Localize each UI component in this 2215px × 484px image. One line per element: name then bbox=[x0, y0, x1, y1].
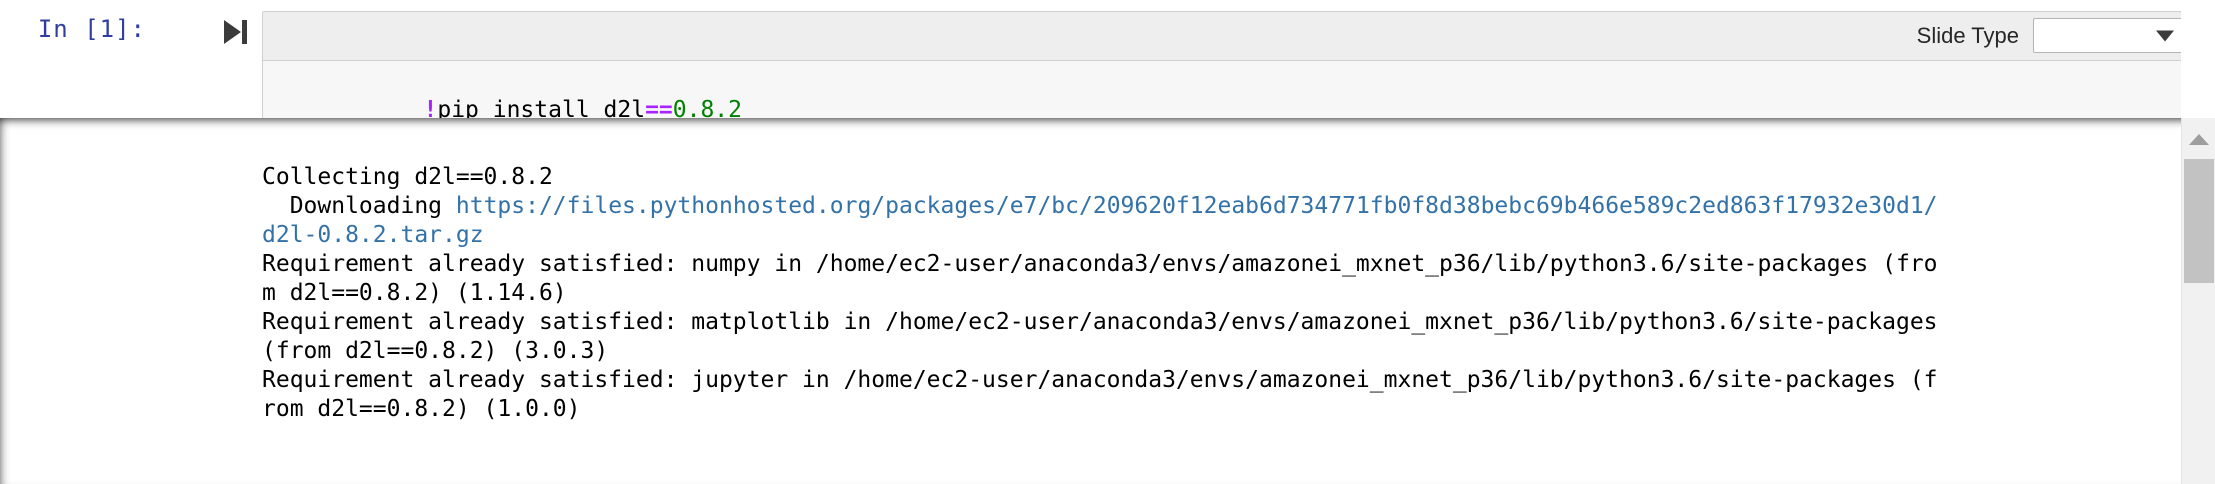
scrollbar-top-spacer bbox=[2181, 0, 2215, 118]
code-token-bang: ! bbox=[423, 97, 438, 123]
output-line-text: Downloading bbox=[262, 193, 456, 219]
cell-output-area: Collecting d2l==0.8.2 Downloading https:… bbox=[0, 118, 2215, 484]
output-line-text: Collecting d2l==0.8.2 bbox=[262, 164, 553, 190]
output-line: Collecting d2l==0.8.2 bbox=[262, 163, 2142, 192]
cell-toolbar-slideshow: Slide Type bbox=[263, 12, 2197, 61]
input-prompt: In [1]: bbox=[37, 15, 146, 43]
output-line: Downloading https://files.pythonhosted.o… bbox=[262, 192, 2142, 221]
output-line: rom d2l==0.8.2) (1.0.0) bbox=[262, 395, 2142, 424]
download-url-link-continued[interactable]: d2l-0.8.2.tar.gz bbox=[262, 222, 484, 248]
output-line-text: rom d2l==0.8.2) (1.0.0) bbox=[262, 396, 581, 422]
output-line-text: Requirement already satisfied: numpy in … bbox=[262, 251, 1938, 277]
code-cell: In [1]: Slide Type !pip install d bbox=[0, 0, 2215, 248]
output-line: Requirement already satisfied: matplotli… bbox=[262, 308, 2142, 337]
output-line-text: m d2l==0.8.2) (1.14.6) bbox=[262, 280, 567, 306]
output-line: d2l-0.8.2.tar.gz bbox=[262, 221, 2142, 250]
output-line-text: Requirement already satisfied: jupyter i… bbox=[262, 367, 1938, 393]
play-to-end-icon[interactable] bbox=[222, 18, 248, 46]
output-line: m d2l==0.8.2) (1.14.6) bbox=[262, 279, 2142, 308]
output-line: (from d2l==0.8.2) (3.0.3) bbox=[262, 337, 2142, 366]
chevron-down-icon bbox=[2156, 30, 2174, 41]
output-line-text: (from d2l==0.8.2) (3.0.3) bbox=[262, 338, 609, 364]
slide-type-select[interactable] bbox=[2033, 18, 2185, 53]
output-stream-text: Collecting d2l==0.8.2 Downloading https:… bbox=[262, 134, 2142, 482]
output-scroll-region[interactable]: Collecting d2l==0.8.2 Downloading https:… bbox=[0, 118, 2215, 484]
triangle-up-icon[interactable] bbox=[2188, 134, 2209, 145]
slide-type-label: Slide Type bbox=[1916, 22, 2019, 48]
output-line: Requirement already satisfied: numpy in … bbox=[262, 250, 2142, 279]
scrollbar-thumb[interactable] bbox=[2184, 159, 2214, 283]
output-scrollbar[interactable] bbox=[2181, 118, 2215, 484]
download-url-link[interactable]: https://files.pythonhosted.org/packages/… bbox=[455, 193, 1938, 219]
slide-type-control: Slide Type bbox=[1917, 18, 2185, 53]
output-line-text: Requirement already satisfied: matplotli… bbox=[262, 309, 1938, 335]
output-line: Requirement already satisfied: jupyter i… bbox=[262, 366, 2142, 395]
